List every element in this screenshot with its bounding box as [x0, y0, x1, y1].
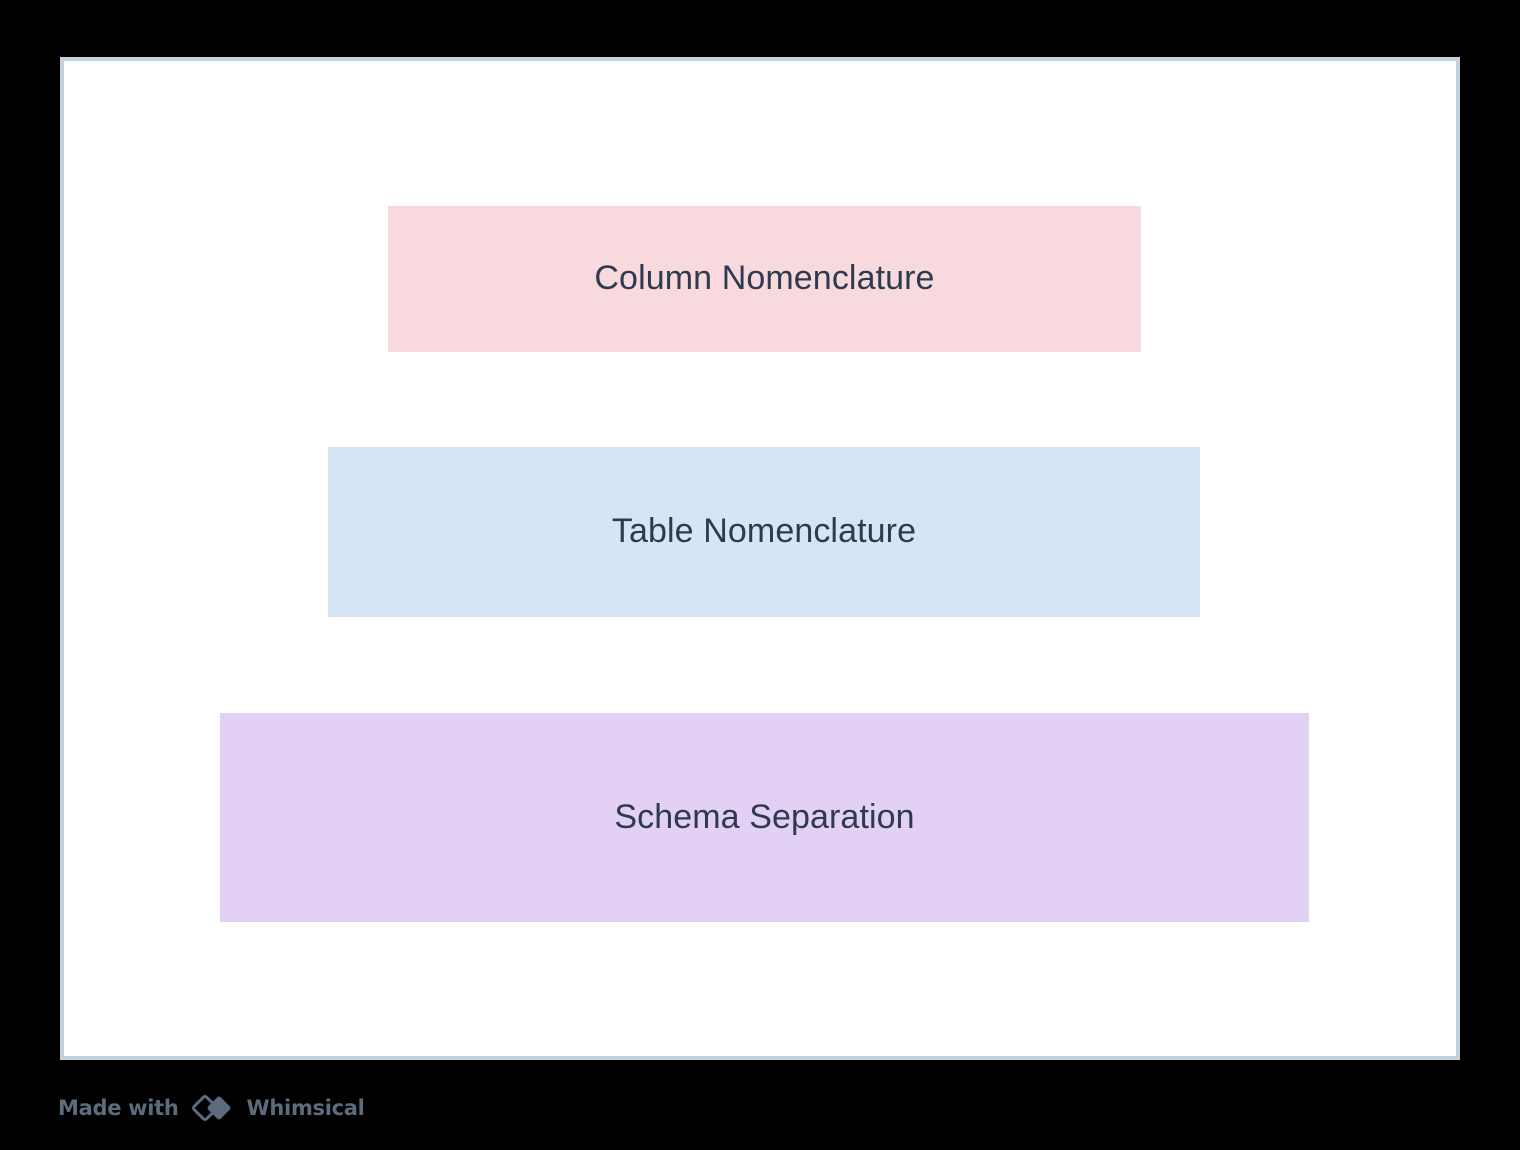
watermark-prefix-text: Made with — [58, 1095, 179, 1120]
funnel-band-label: Table Nomenclature — [611, 512, 917, 551]
funnel-band-schema-separation[interactable]: Schema Separation — [220, 713, 1309, 922]
watermark-brand-text: Whimsical — [246, 1095, 365, 1120]
diagram-canvas[interactable]: Column Nomenclature Table Nomenclature S… — [60, 57, 1460, 1060]
funnel-diagram: Column Nomenclature Table Nomenclature S… — [64, 61, 1456, 1056]
funnel-band-table-nomenclature[interactable]: Table Nomenclature — [328, 447, 1200, 617]
whimsical-watermark[interactable]: Made with Whimsical — [58, 1088, 365, 1128]
whimsical-diamond-logo-icon — [191, 1095, 230, 1121]
funnel-band-label: Column Nomenclature — [594, 259, 935, 298]
funnel-band-label: Schema Separation — [614, 797, 915, 836]
funnel-band-column-nomenclature[interactable]: Column Nomenclature — [388, 206, 1141, 352]
